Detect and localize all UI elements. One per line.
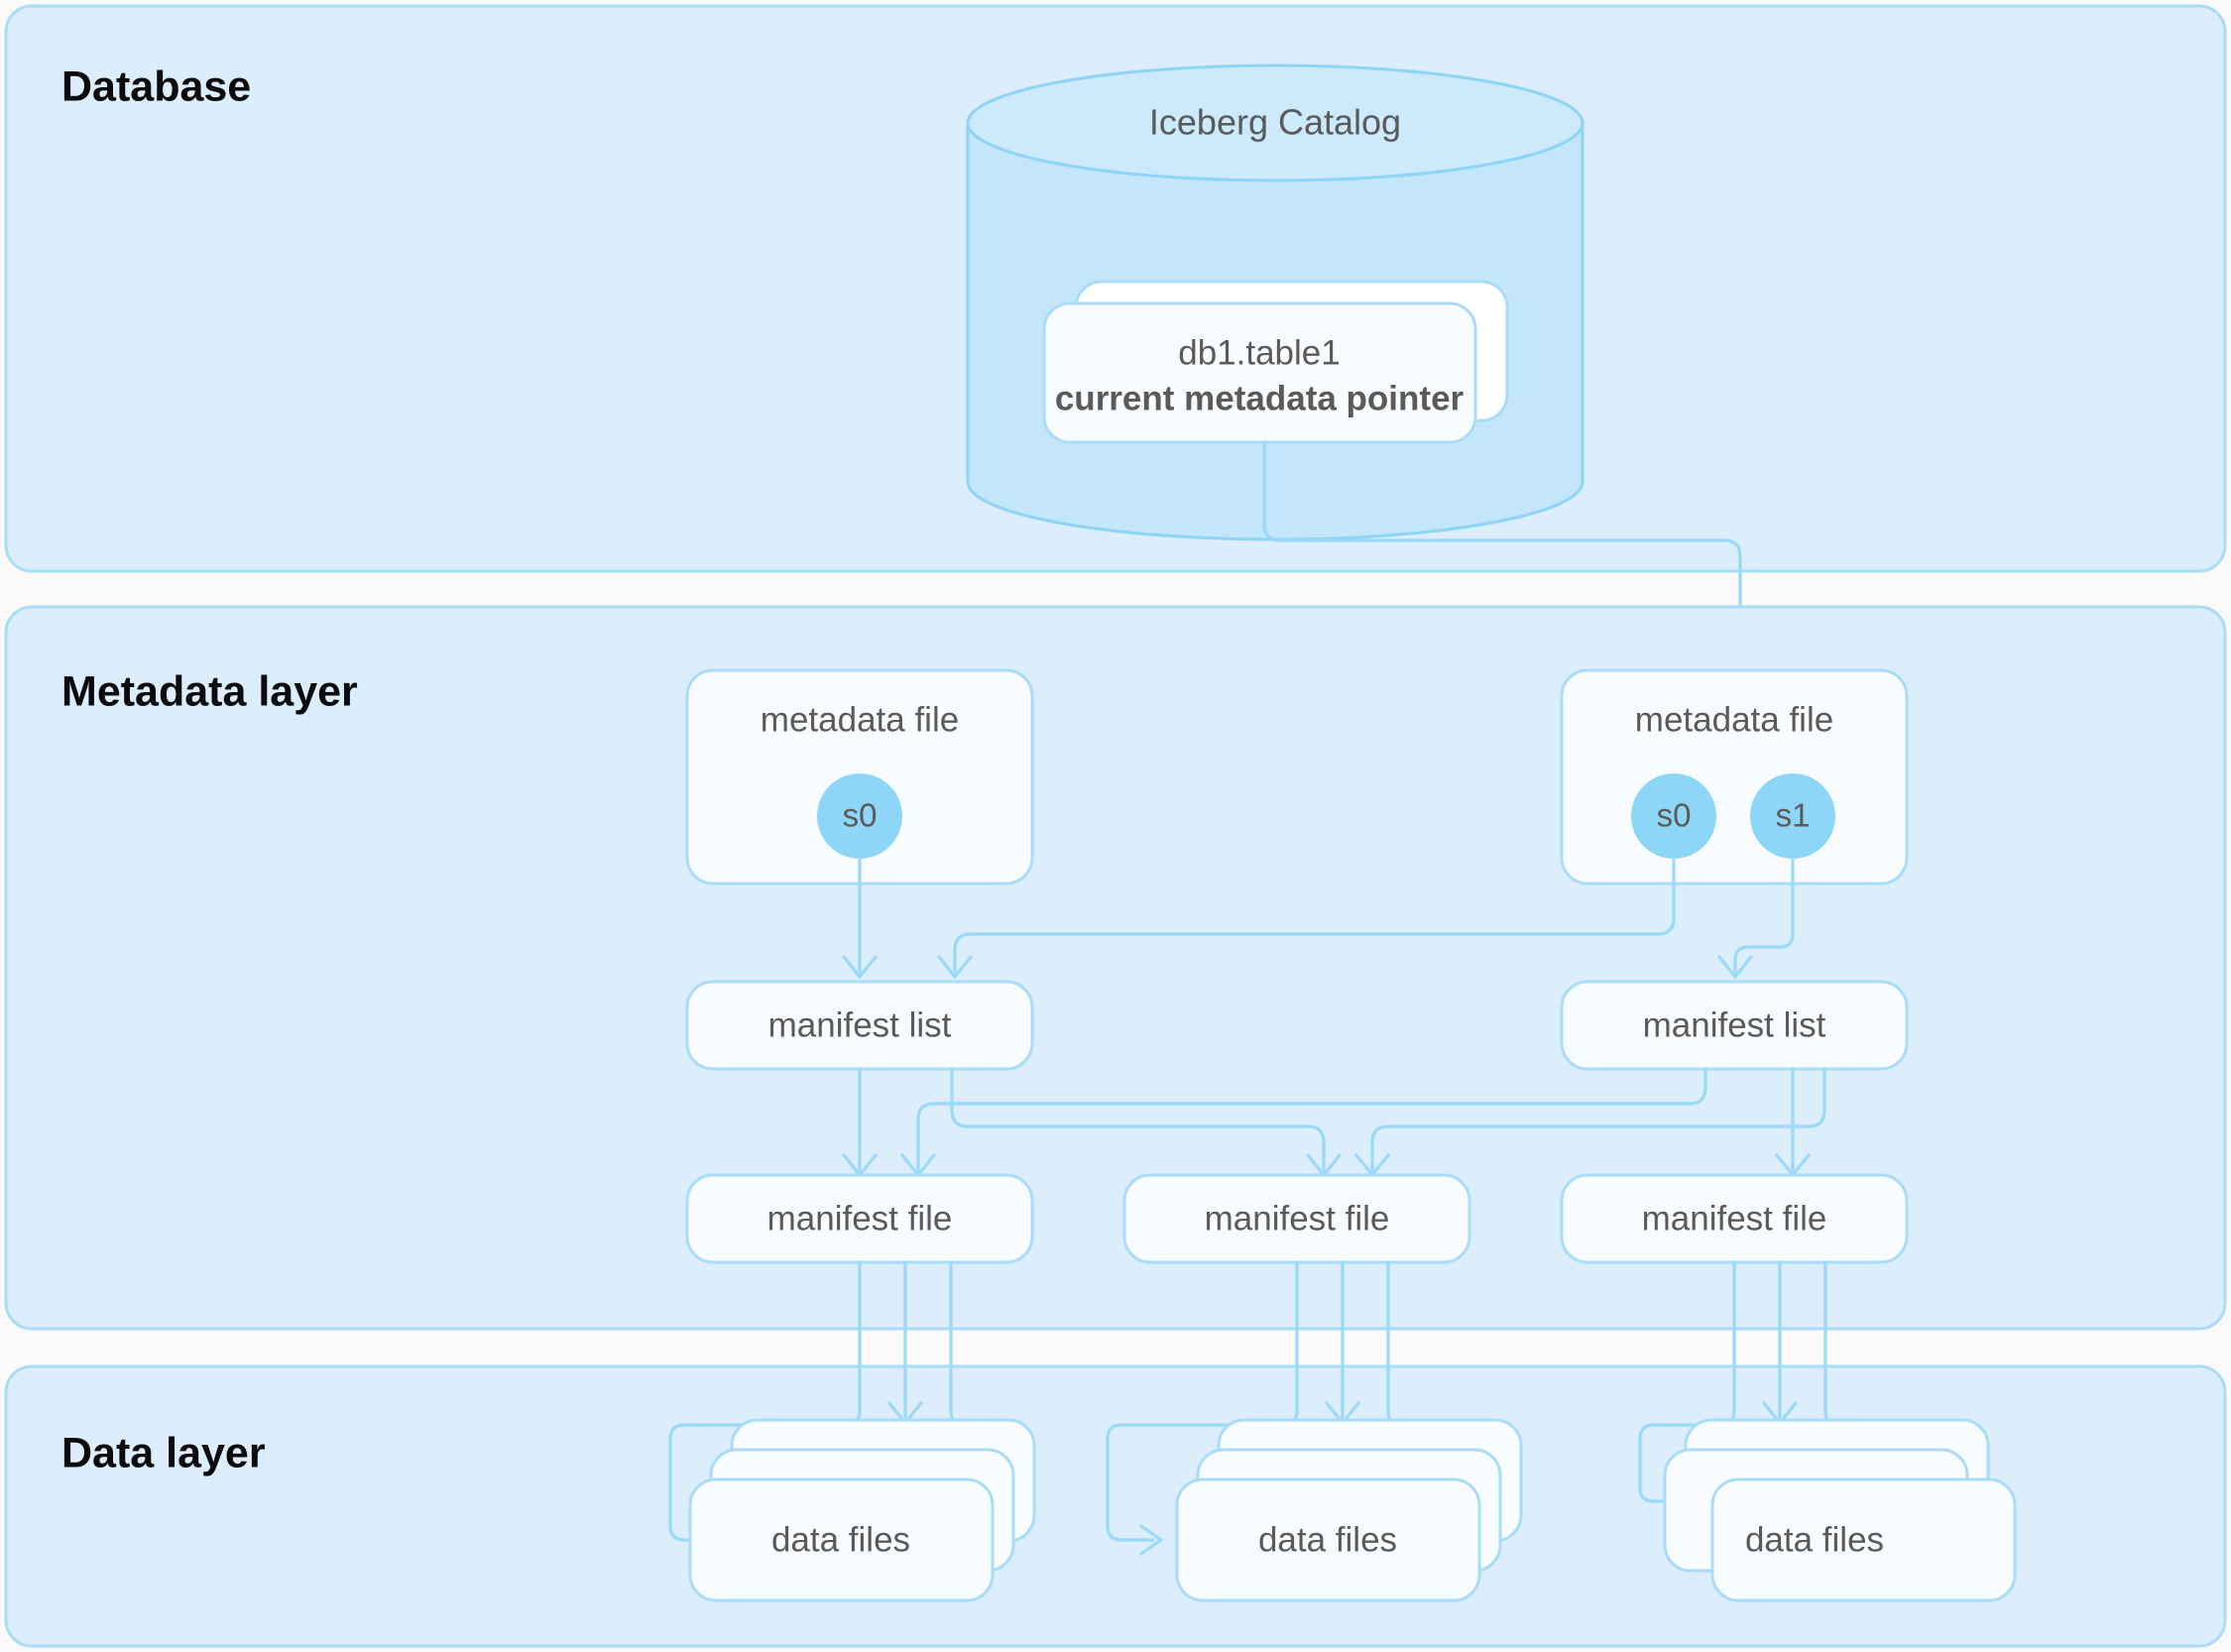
manifest-file-2[interactable]: manifest file	[1122, 1173, 1471, 1264]
metadata-file-left-label: metadata file	[761, 700, 959, 739]
manifest-file-1-label: manifest file	[767, 1199, 953, 1238]
panel-data-layer-title: Data layer	[61, 1429, 266, 1476]
panel-metadata-layer-title: Metadata layer	[61, 667, 358, 715]
manifest-list-right-box	[1560, 980, 1909, 1071]
connector-metadata-left-s0-to-manifest-list-left	[842, 857, 878, 979]
manifest-file-3[interactable]: manifest file	[1560, 1173, 1909, 1264]
pointer-card-table-name: db1.table1	[1178, 333, 1340, 372]
data-files-2-label: data files	[1258, 1520, 1397, 1559]
manifest-list-right[interactable]: manifest list	[1560, 980, 1909, 1071]
snapshot-circle-s0-right[interactable]	[1631, 773, 1716, 859]
connector-path	[953, 857, 1676, 974]
panel-data-layer-background	[4, 1364, 2227, 1648]
data-files-1-label: data files	[771, 1520, 910, 1559]
connector-arrowhead	[1139, 1524, 1163, 1556]
manifest-list-left[interactable]: manifest list	[685, 980, 1034, 1071]
pointer-card-pointer-text: current metadata pointer	[1055, 379, 1465, 417]
connector-path	[1262, 440, 1742, 661]
manifest-file-2-label: manifest file	[1205, 1199, 1390, 1238]
connector-metadata-right-s1-to-manifest-list-right	[1717, 857, 1795, 979]
connector-arrowhead	[842, 955, 878, 979]
snapshot-label-s0: s0	[843, 797, 878, 834]
data-files-2[interactable]: data files	[1175, 1418, 1523, 1602]
metadata-file-right-label: metadata file	[1635, 700, 1833, 739]
data-files-2-card-front	[1175, 1477, 1481, 1602]
snapshot-label-s1-right: s1	[1776, 797, 1811, 834]
connector-arrowhead	[1717, 955, 1753, 979]
metadata-file-left[interactable]: metadata file s0	[685, 668, 1034, 885]
data-files-1[interactable]: data files	[688, 1418, 1036, 1602]
cylinder-top-ellipse	[966, 63, 1585, 182]
panel-data-layer: Data layer	[4, 1364, 2227, 1648]
connector-metadata-right-s0-to-manifest-list-left	[937, 857, 1676, 979]
metadata-file-right[interactable]: metadata file s0 s1	[1560, 668, 1909, 885]
snapshot-label-s0-right: s0	[1657, 797, 1692, 834]
manifest-file-1[interactable]: manifest file	[685, 1173, 1034, 1264]
data-files-3[interactable]: data files	[1663, 1418, 2017, 1602]
data-files-3-card-front	[1710, 1477, 2017, 1602]
current-metadata-pointer-card[interactable]: db1.table1 current metadata pointer	[1042, 280, 1509, 444]
iceberg-catalog-label: Iceberg Catalog	[1149, 102, 1401, 143]
pointer-card-front	[1042, 301, 1477, 444]
manifest-list-left-label: manifest list	[768, 1005, 952, 1044]
panel-database-title: Database	[61, 62, 251, 110]
data-files-3-label: data files	[1745, 1520, 1884, 1559]
connector-path	[1733, 857, 1795, 974]
snapshot-circle-s1-right[interactable]	[1750, 773, 1835, 859]
manifest-list-right-label: manifest list	[1643, 1005, 1826, 1044]
connector-arrowhead	[937, 955, 973, 979]
connector-path	[1370, 1067, 1826, 1172]
snapshot-circle-s0[interactable]	[817, 773, 902, 859]
manifest-file-3-label: manifest file	[1642, 1199, 1827, 1238]
connector-path	[916, 1067, 1707, 1172]
data-files-1-card-front	[688, 1477, 995, 1602]
connector-path	[950, 1067, 1326, 1172]
